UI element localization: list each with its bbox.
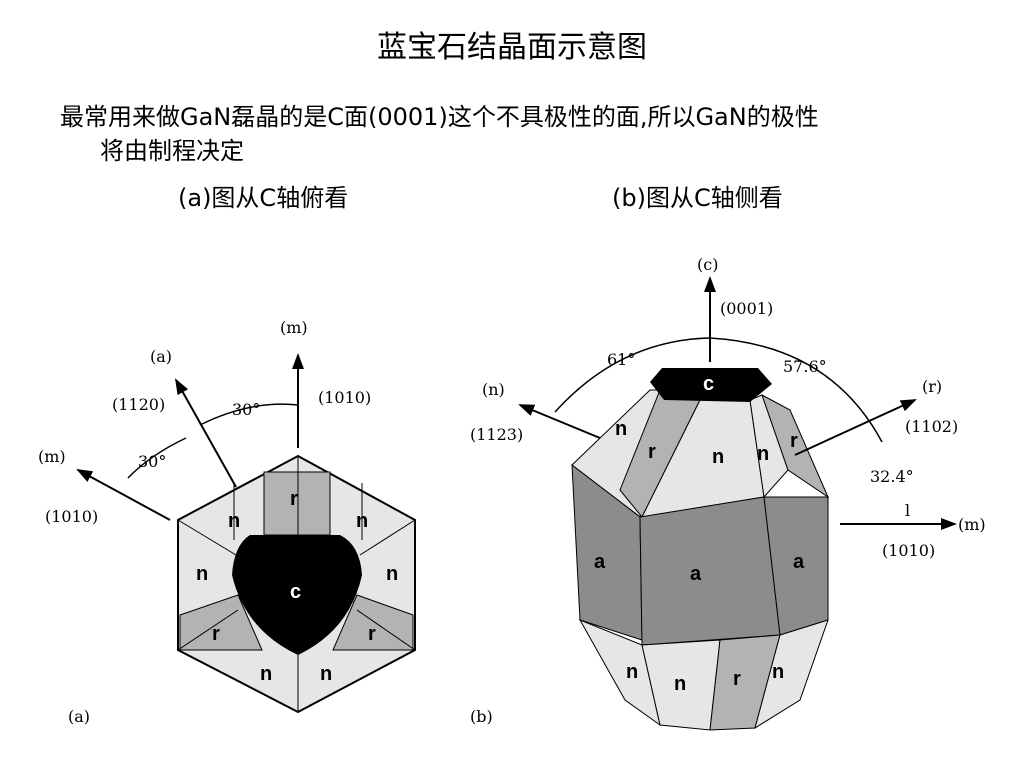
- angle-324-label: 32.4°: [870, 467, 914, 486]
- facet-a-label-3: a: [793, 551, 805, 573]
- axis-m-top-label: (m): [280, 318, 308, 337]
- axis-n-index: (1123): [470, 425, 523, 444]
- facet-n-label-3: n: [196, 563, 208, 585]
- angle-30-upper: 30°: [232, 400, 260, 419]
- facet-n-label-2: n: [712, 446, 724, 468]
- panel-label-a: (a): [68, 707, 90, 726]
- axis-m-top-index: (1010): [318, 388, 371, 407]
- facet-n-label-5: n: [260, 663, 272, 685]
- axis-r-label: (r): [922, 377, 942, 396]
- axis-a-index: (1120): [112, 395, 165, 414]
- axis-m-left-index: (1010): [45, 507, 98, 526]
- axis-r-arrow: [794, 399, 917, 456]
- facet-n-label-3: n: [757, 443, 769, 465]
- axis-m-mark: l: [905, 501, 910, 520]
- axis-a-arrow: [175, 378, 237, 488]
- caption-a: (a)图从C轴俯看: [178, 184, 349, 212]
- axis-c-index: (0001): [720, 299, 773, 318]
- axis-a-label: (a): [150, 347, 172, 366]
- axis-c-label: (c): [697, 255, 718, 274]
- facet-r-label-right: r: [368, 623, 376, 645]
- axis-r-index: (1102): [905, 417, 958, 436]
- facet-n-label-6: n: [772, 661, 784, 683]
- facet-r-label-top: r: [290, 488, 298, 510]
- description-line-2: 将由制程决定: [100, 137, 244, 165]
- facet-r-label-1: r: [648, 441, 656, 463]
- facet-n-label-1: n: [615, 418, 627, 440]
- facet-r-label-2: r: [790, 430, 798, 452]
- facet-r-left: [179, 594, 263, 651]
- angle-arc-61: [554, 337, 711, 413]
- facet-n-label-4: n: [386, 563, 398, 585]
- angle-arc-1: [199, 403, 299, 426]
- facet-r-label-3: r: [733, 668, 741, 690]
- angle-arc-576: [709, 337, 883, 443]
- facet-r-label-left: r: [212, 623, 220, 645]
- slide-title: 蓝宝石结晶面示意图: [377, 30, 647, 65]
- figure-a: c r n n n n r r n n (m) (1010) (a) (1120…: [38, 318, 416, 726]
- axis-n-label: (n): [482, 380, 505, 399]
- angle-61-label: 61°: [607, 350, 635, 369]
- facet-n-label-1: n: [228, 510, 240, 532]
- axis-m-label: (m): [958, 515, 986, 534]
- angle-arc-2: [127, 437, 187, 479]
- axis-m-left-label: (m): [38, 447, 66, 466]
- figure-b: c n r n n r a a a n n r n (c) (0001) 61°…: [470, 255, 986, 731]
- facet-a-label-1: a: [594, 551, 606, 573]
- axis-n-arrow: [518, 404, 601, 439]
- facet-a-mid: [639, 496, 781, 646]
- facet-c-label: c: [703, 373, 714, 395]
- facet-n-label-5: n: [674, 673, 686, 695]
- facet-c: [232, 535, 362, 655]
- axis-m-index: (1010): [882, 541, 935, 560]
- facet-c-label: c: [290, 581, 301, 603]
- facet-r-right: [332, 594, 414, 651]
- facet-n-label-4: n: [626, 661, 638, 683]
- facet-c-top: [650, 368, 772, 402]
- facet-n-lower-3: [754, 619, 829, 730]
- caption-b: (b)图从C轴侧看: [612, 184, 783, 212]
- angle-576-label: 57.6°: [783, 357, 827, 376]
- facet-a-label-2: a: [690, 563, 702, 585]
- facet-n-label-2: n: [356, 510, 368, 532]
- axis-m-left-arrow: [76, 469, 171, 521]
- slide-description: 最常用来做GaN磊晶的是C面(0001)这个不具极性的面,所以GaN的极性 将由…: [60, 100, 960, 168]
- facet-n-label-6: n: [320, 663, 332, 685]
- angle-30-lower: 30°: [138, 452, 166, 471]
- description-line-1: 最常用来做GaN磊晶的是C面(0001)这个不具极性的面,所以GaN的极性: [60, 103, 819, 131]
- panel-label-b: (b): [470, 707, 493, 726]
